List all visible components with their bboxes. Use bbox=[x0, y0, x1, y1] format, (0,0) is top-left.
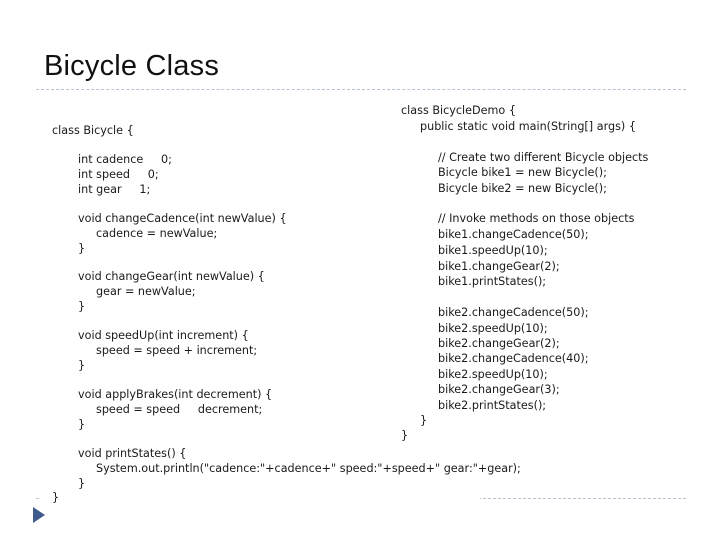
code-line: } bbox=[78, 300, 86, 313]
code-line: public static void main(String[] args) { bbox=[420, 120, 636, 133]
code-line: void applyBrakes(int decrement) { bbox=[78, 388, 273, 401]
bicycle-demo-code: class BicycleDemo { public static void m… bbox=[393, 98, 663, 446]
code-line: int speed 0; bbox=[78, 168, 159, 181]
top-divider bbox=[36, 89, 686, 90]
slide-title: Bicycle Class bbox=[44, 50, 220, 82]
code-line: bike2.speedUp(10); bbox=[438, 322, 548, 335]
code-line: } bbox=[78, 477, 86, 490]
bottom-divider-right bbox=[478, 498, 686, 499]
code-line: int cadence 0; bbox=[78, 153, 172, 166]
code-line: bike1.speedUp(10); bbox=[438, 244, 548, 257]
code-line: cadence = newValue; bbox=[96, 227, 218, 240]
code-line: bike2.changeGear(3); bbox=[438, 383, 560, 396]
code-line: System.out.println("cadence:"+cadence+" … bbox=[96, 462, 521, 475]
code-line: // Create two different Bicycle objects bbox=[438, 151, 649, 164]
code-line: bike2.printStates(); bbox=[438, 399, 547, 412]
code-line: bike1.changeCadence(50); bbox=[438, 228, 589, 241]
code-line: bike2.changeCadence(50); bbox=[438, 306, 589, 319]
code-line: bike1.changeGear(2); bbox=[438, 260, 560, 273]
code-line: } bbox=[78, 242, 86, 255]
code-line: Bicycle bike2 = new Bicycle(); bbox=[438, 182, 607, 195]
code-line: // Invoke methods on those objects bbox=[438, 212, 635, 225]
triangle-bullet-icon bbox=[33, 507, 45, 523]
code-line: Bicycle bike1 = new Bicycle(); bbox=[438, 166, 607, 179]
code-line: speed = speed + increment; bbox=[96, 344, 258, 357]
code-line: bike1.printStates(); bbox=[438, 275, 547, 288]
code-line: } bbox=[401, 429, 409, 442]
code-line: } bbox=[78, 359, 86, 372]
code-line: } bbox=[52, 491, 60, 504]
code-line: class Bicycle { bbox=[52, 124, 134, 137]
code-line: } bbox=[78, 418, 86, 431]
code-line: int gear 1; bbox=[78, 183, 151, 196]
code-line: void speedUp(int increment) { bbox=[78, 329, 249, 342]
code-line: speed = speed decrement; bbox=[96, 403, 263, 416]
code-line: bike2.changeCadence(40); bbox=[438, 352, 589, 365]
code-line: bike2.changeGear(2); bbox=[438, 337, 560, 350]
code-line: gear = newValue; bbox=[96, 285, 196, 298]
code-line: void changeCadence(int newValue) { bbox=[78, 212, 287, 225]
code-line: void printStates() { bbox=[78, 447, 187, 460]
code-line: void changeGear(int newValue) { bbox=[78, 270, 265, 283]
code-line: class BicycleDemo { bbox=[401, 104, 516, 117]
code-line: bike2.speedUp(10); bbox=[438, 368, 548, 381]
code-line: } bbox=[420, 414, 428, 427]
